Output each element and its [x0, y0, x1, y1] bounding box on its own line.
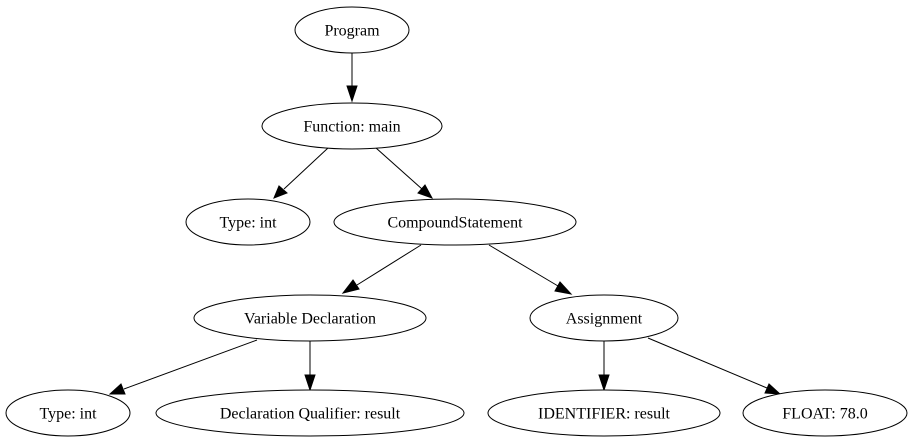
edge-vardecl-declaration-qualifier	[304, 341, 316, 392]
svg-text:Assignment: Assignment	[566, 311, 643, 328]
node-assignment: Assignment	[529, 294, 679, 342]
node-program: Program	[294, 6, 410, 54]
node-type-int-declaration: Type: int	[5, 389, 131, 437]
node-declaration-qualifier: Declaration Qualifier: result	[155, 389, 465, 437]
svg-text:Type: int: Type: int	[219, 215, 277, 232]
svg-text:Function: main: Function: main	[303, 119, 400, 136]
svg-text:IDENTIFIER: result: IDENTIFIER: result	[538, 406, 671, 423]
edge-compound-assignment	[488, 244, 573, 295]
node-float-literal: FLOAT: 78.0	[742, 389, 908, 437]
edge-vardecl-type-int	[108, 339, 258, 395]
edge-assignment-identifier	[598, 341, 610, 392]
edge-assignment-float	[647, 337, 782, 395]
svg-text:CompoundStatement: CompoundStatement	[387, 215, 523, 232]
svg-text:Program: Program	[324, 23, 380, 40]
edge-function-type-int	[273, 147, 329, 199]
edge-compound-variable-declaration	[341, 244, 422, 294]
edge-function-compound	[375, 147, 434, 199]
node-variable-declaration: Variable Declaration	[193, 294, 427, 342]
node-identifier: IDENTIFIER: result	[487, 389, 721, 437]
svg-text:Variable Declaration: Variable Declaration	[244, 311, 376, 328]
svg-text:Declaration Qualifier: result: Declaration Qualifier: result	[220, 406, 401, 423]
node-type-int-function: Type: int	[185, 198, 311, 246]
node-function-main: Function: main	[261, 102, 443, 150]
node-compound-statement: CompoundStatement	[333, 198, 577, 246]
svg-text:Type: int: Type: int	[39, 406, 97, 423]
edge-program-function	[346, 53, 358, 103]
svg-text:FLOAT: 78.0: FLOAT: 78.0	[782, 406, 867, 423]
